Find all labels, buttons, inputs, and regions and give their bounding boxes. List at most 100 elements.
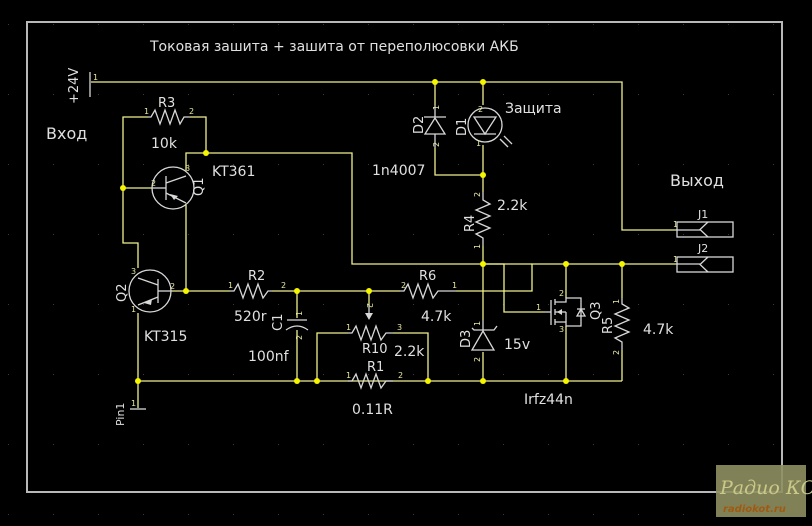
resistor-r6[interactable]: 2 1 R6 4.7k	[400, 269, 457, 325]
svg-text:Q1: Q1	[192, 177, 207, 196]
svg-text:2.2k: 2.2k	[497, 198, 528, 214]
grid-dot	[278, 164, 279, 165]
grid-dot	[638, 514, 639, 515]
grid-dot	[278, 374, 279, 375]
wire-24v-rail	[91, 81, 676, 231]
grid-dot	[143, 374, 144, 375]
connector-j2[interactable]: 1 J2	[673, 242, 734, 273]
grid-dot	[8, 164, 9, 165]
svg-text:2: 2	[295, 335, 304, 340]
mosfet-q3[interactable]: 1 2 3 Q3 Irfz44n	[524, 289, 604, 408]
resistor-r3[interactable]: 1 2 R3 10k	[144, 96, 194, 152]
svg-text:D1: D1	[455, 118, 470, 136]
svg-text:R4: R4	[463, 215, 478, 232]
svg-text:1: 1	[673, 220, 678, 229]
grid-dot	[593, 24, 594, 25]
grid-dot	[593, 94, 594, 95]
grid-dot	[368, 444, 369, 445]
grid-dot	[548, 374, 549, 375]
grid-dot	[278, 304, 279, 305]
grid-dot	[53, 94, 54, 95]
grid-dot	[728, 24, 729, 25]
capacitor-c1[interactable]: 1 2 C1 100nf	[248, 311, 309, 365]
grid-dot	[548, 514, 549, 515]
resistor-r5[interactable]: 1 2 R5 4.7k	[601, 298, 674, 355]
grid-dot	[8, 514, 9, 515]
resistor-r1[interactable]: 1 2 R1 0.11R	[346, 360, 403, 418]
grid-dot	[143, 234, 144, 235]
svg-text:1: 1	[536, 303, 541, 312]
wire-r3-left	[122, 116, 148, 188]
junctions	[120, 79, 625, 384]
svg-text:3: 3	[131, 267, 136, 276]
grid-dot	[503, 94, 504, 95]
svg-text:3: 3	[185, 164, 190, 173]
grid-dot	[683, 444, 684, 445]
connector-j1[interactable]: 1 J1	[673, 208, 734, 238]
svg-text:2: 2	[432, 142, 441, 147]
wire-r3-right	[190, 116, 207, 153]
grid-dot	[548, 94, 549, 95]
grid-dot	[413, 164, 414, 165]
svg-text:2: 2	[559, 289, 564, 298]
grid-dot	[548, 234, 549, 235]
transistor-q1[interactable]: 3 2 Q1 KT361	[151, 164, 255, 210]
grid-dot	[8, 94, 9, 95]
svg-text:2.2k: 2.2k	[394, 344, 425, 360]
grid-dot	[188, 374, 189, 375]
grid-dot	[683, 164, 684, 165]
grid-dot	[458, 234, 459, 235]
grid-dot	[233, 164, 234, 165]
output-label: Выход	[670, 171, 724, 190]
grid-dot	[368, 374, 369, 375]
grid	[8, 24, 774, 515]
svg-text:1: 1	[432, 105, 441, 110]
grid-dot	[368, 24, 369, 25]
diode-d2[interactable]: 1 2 D2 1n4007	[372, 105, 447, 179]
ground-pin: 1 Pin1	[114, 399, 146, 426]
svg-text:1: 1	[673, 255, 678, 264]
grid-dot	[728, 444, 729, 445]
svg-text:1: 1	[144, 107, 149, 116]
wire-d2-bottom	[434, 148, 483, 176]
grid-dot	[413, 514, 414, 515]
wires	[91, 81, 676, 408]
svg-text:2: 2	[281, 281, 286, 290]
svg-text:2: 2	[473, 357, 482, 362]
grid-dot	[413, 444, 414, 445]
wire-r10-right	[393, 332, 429, 381]
grid-dot	[53, 514, 54, 515]
resistor-r2[interactable]: 1 2 R2 520r	[228, 269, 286, 325]
grid-dot	[458, 514, 459, 515]
svg-text:J2: J2	[697, 242, 708, 255]
grid-dot	[98, 304, 99, 305]
svg-text:3: 3	[397, 323, 402, 332]
grid-dot	[368, 234, 369, 235]
grid-dot	[728, 234, 729, 235]
svg-text:1: 1	[612, 299, 621, 304]
grid-dot	[413, 94, 414, 95]
zener-d3[interactable]: 1 2 D3 15v	[459, 320, 530, 362]
grid-dot	[143, 24, 144, 25]
svg-text:Q2: Q2	[115, 283, 130, 302]
grid-dot	[233, 304, 234, 305]
svg-text:2: 2	[365, 303, 374, 308]
grid-dot	[683, 94, 684, 95]
transistor-q2[interactable]: 3 1 2 Q2 KT315	[115, 267, 187, 345]
svg-text:1n4007: 1n4007	[372, 163, 425, 179]
svg-text:D2: D2	[412, 116, 427, 134]
resistor-r4[interactable]: 2 1 R4 2.2k	[463, 192, 528, 249]
svg-text:1: 1	[131, 305, 136, 314]
grid-dot	[773, 164, 774, 165]
svg-text:R6: R6	[419, 269, 436, 284]
grid-dot	[773, 94, 774, 95]
grid-dot	[368, 94, 369, 95]
grid-dot	[278, 24, 279, 25]
led-d1[interactable]: 2 1 D1 Защита	[455, 101, 562, 148]
grid-dot	[773, 304, 774, 305]
grid-dot	[593, 164, 594, 165]
potentiometer-r10[interactable]: 1 3 2 R10 2.2k	[346, 303, 425, 360]
svg-text:D3: D3	[459, 330, 474, 348]
svg-text:1: 1	[452, 281, 457, 290]
grid-dot	[593, 304, 594, 305]
